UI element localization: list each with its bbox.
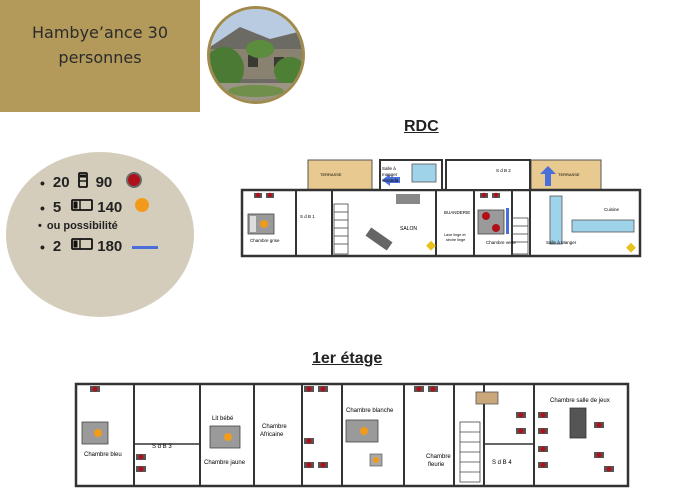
label-chambre-africaine-2: Africaine	[260, 432, 284, 438]
single-bed-icon	[74, 172, 92, 193]
label-chambre-verte: Chambre verte	[486, 240, 516, 245]
label-terrasse-left: TERRASSE	[320, 172, 342, 177]
orange-dot-icon	[134, 197, 150, 218]
bed-chambre-jaune	[209, 425, 241, 449]
legend-row-140: • 5 140	[40, 197, 150, 218]
label-chambre-fleurie-2: fleurie	[428, 462, 445, 468]
rdc-floor-plan: TERRASSE TERRASSE Salle à manger véranda…	[240, 156, 642, 265]
cot-lit-bebe	[369, 453, 383, 467]
arrow-up-icon	[540, 166, 556, 174]
label-salle-a-manger: Salle à Manger	[546, 240, 577, 245]
dining-table	[549, 195, 563, 245]
label-chambre-bleu: Chambre bleu	[84, 452, 122, 458]
label-buanderie: BUANDERIE	[444, 210, 470, 215]
legend-row-180: • 2 180	[40, 237, 159, 256]
bed-chambre-blanche	[345, 419, 379, 443]
double-bed-icon	[71, 198, 94, 217]
blue-bar-icon	[132, 238, 159, 256]
label-chambre-grise: Chambre grise	[250, 238, 280, 243]
rug-icon	[475, 391, 499, 405]
yellow-item-2	[626, 242, 636, 253]
title-box: Hambye’ance 30 personnes	[0, 0, 200, 112]
game-table	[569, 407, 587, 439]
title-line-1: Hambye’ance 30	[31, 23, 168, 42]
terrace-left	[307, 159, 373, 191]
veranda-table	[411, 163, 437, 183]
label-chambre-fleurie-1: Chambre	[426, 454, 451, 460]
legend-row-or: • ou possibilité	[38, 220, 118, 232]
label-veranda-2: manger	[382, 172, 398, 177]
label-sdb4: S d B 4	[492, 460, 512, 466]
label-cuisine: Cuisine	[604, 207, 620, 212]
label-lit-bebe: Lit bébé	[212, 416, 234, 422]
arrow-left-icon	[382, 174, 390, 186]
page-title: Hambye’ance 30 personnes	[0, 20, 200, 70]
kitchen-table	[571, 219, 635, 233]
red-dots-etage	[90, 386, 614, 472]
etage-title: 1er étage	[312, 350, 383, 367]
rdc-title: RDC	[404, 118, 439, 135]
label-chambre-blanche: Chambre blanche	[346, 408, 394, 414]
label-veranda-3: véranda	[382, 178, 399, 183]
label-sdb1: S d B 1	[300, 214, 315, 219]
label-lave-linge-1: Lave linge et	[444, 233, 466, 237]
label-chambre-jaune: Chambre jaune	[204, 460, 246, 466]
terrace-right	[530, 159, 602, 191]
bed-chambre-bleu	[81, 421, 109, 445]
stairs-etage	[459, 421, 481, 483]
label-chambre-africaine-1: Chambre	[262, 424, 287, 430]
house-photo	[207, 6, 305, 104]
red-dot-icon	[126, 172, 143, 193]
label-sdb2: S d B 2	[496, 168, 511, 173]
label-terrasse-right: TERRASSE	[558, 172, 580, 177]
etage-floor-plan: Chambre bleu S d B 3 Lit bébé Chambre ja…	[74, 382, 630, 493]
sofa-icon	[365, 227, 393, 251]
sofa-2-icon	[396, 194, 420, 204]
label-sdb3: S d B 3	[152, 444, 172, 450]
label-chambre-jeux: Chambre salle de jeux	[550, 398, 610, 404]
label-salon: SALON	[400, 226, 417, 232]
bed-chambre-verte	[477, 208, 509, 235]
label-lave-linge-2: sèche linge	[446, 238, 465, 242]
legend-row-90: • 20 90	[40, 172, 143, 193]
red-dots-rdc	[254, 192, 500, 198]
title-line-2: personnes	[58, 48, 142, 67]
bed-chambre-grise	[247, 213, 275, 235]
legend-oval	[6, 152, 194, 317]
king-bed-icon	[71, 237, 94, 256]
label-veranda-1: Salle à	[382, 166, 396, 171]
